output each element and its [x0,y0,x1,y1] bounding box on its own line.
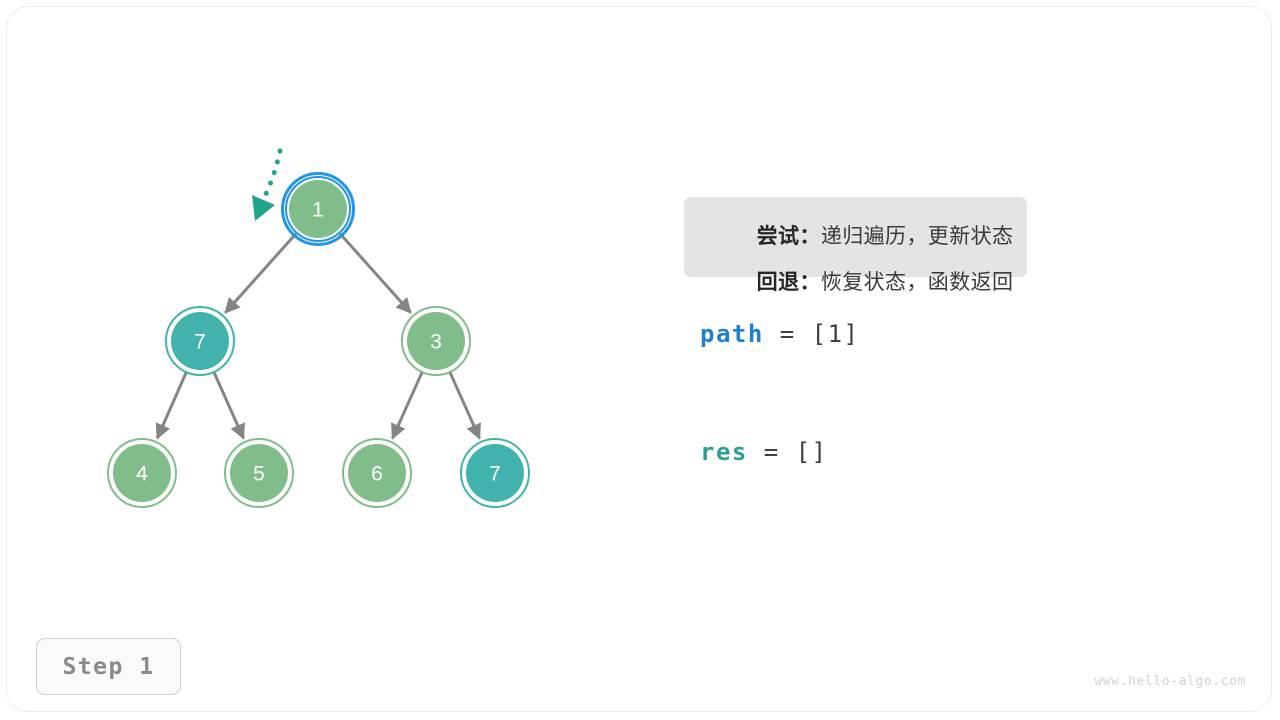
tree-node-label: 4 [136,463,148,486]
tree-node-5: 5 [224,438,294,508]
path-variable-value: [1] [811,320,860,348]
tree-node-label: 7 [489,463,501,486]
tree-edge [224,232,298,314]
tree-node-label: 5 [253,463,265,486]
try-line-highlight: 尝试：递归遍历，更新状态 [684,197,1028,277]
pointer-arrowhead-icon [252,195,275,221]
res-variable-name: res [700,438,748,466]
try-line: 尝试：递归遍历，更新状态 [684,197,1204,277]
tree-node-label: 7 [194,331,206,354]
tree-node-7: 7 [460,438,530,508]
try-text: 递归遍历，更新状态 [820,224,1014,248]
recursion-pointer-arrow [252,148,283,221]
backtrack-line-inner: 回退：恢复状态，函数返回 [684,243,1027,323]
res-assign-operator: = [747,438,796,466]
path-variable-line: path = [1] [684,306,1204,362]
tree-node-label: 1 [312,199,324,222]
res-variable-value: [] [795,438,828,466]
panel-spacer [684,362,1204,424]
tree-node-label: 3 [430,331,442,354]
tree-node-6: 6 [342,438,412,508]
tree-node-label: 6 [371,463,383,486]
path-assign-operator: = [763,320,812,348]
tree-node-4: 4 [107,438,177,508]
backtrack-label: 回退： [756,270,821,294]
state-panel: 尝试：递归遍历，更新状态 回退：恢复状态，函数返回 path = [1] res… [684,197,1204,480]
tree-edge [448,370,481,440]
tree-edge [391,370,424,440]
tree-edge [212,370,245,440]
tree-node-7: 7 [165,306,235,376]
tree-node-1: 1 [281,172,355,246]
backtrack-text: 恢复状态，函数返回 [820,270,1014,294]
pointer-dotted-path [260,148,283,203]
site-watermark: www.hello-algo.com [1094,674,1246,689]
tree-edges [155,232,481,440]
tree-node-3: 3 [401,306,471,376]
step-badge: Step 1 [36,638,181,695]
try-label: 尝试： [756,224,821,248]
res-variable-line: res = [] [684,424,1204,480]
backtrack-line: 回退：恢复状态，函数返回 [684,260,1204,306]
tree-edge [155,370,189,440]
node-highlight-ring [285,176,351,242]
tree-nodes: 1 7 3 4 5 6 7 [107,172,530,508]
path-variable-name: path [700,320,764,348]
tree-edge [338,232,412,314]
